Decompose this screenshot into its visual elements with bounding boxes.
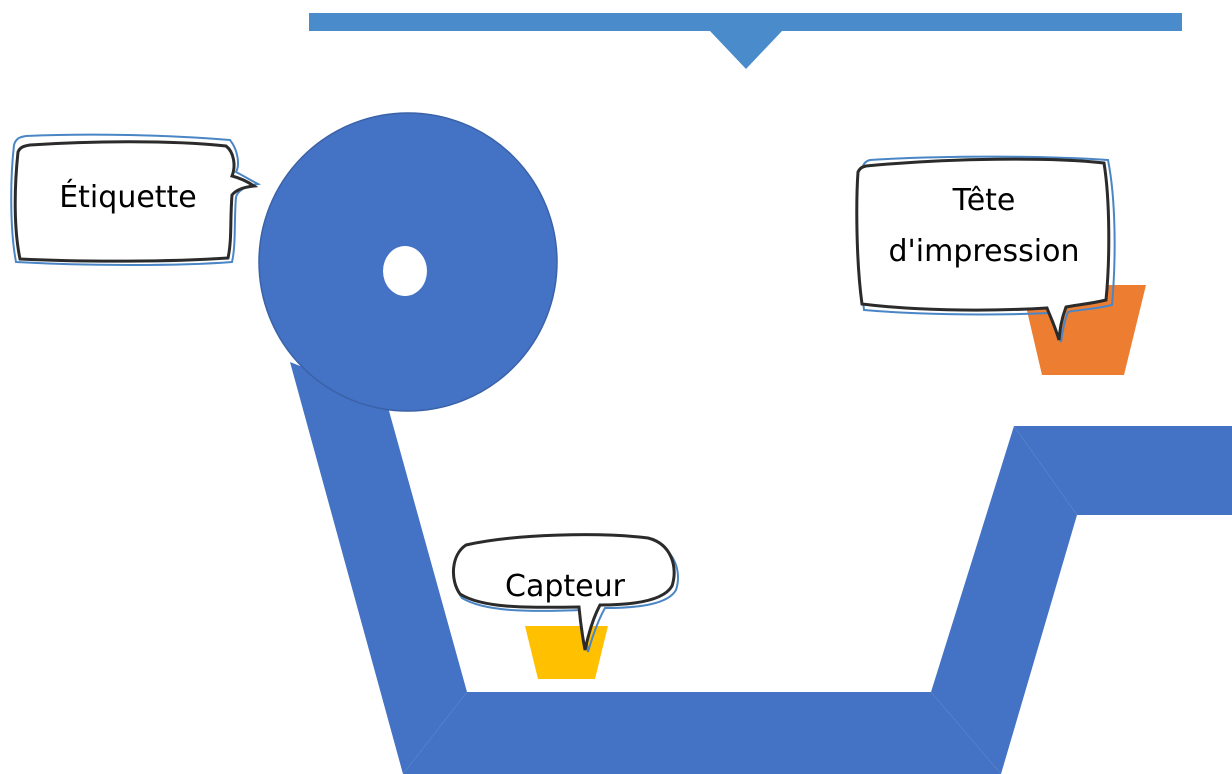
sensor-block	[525, 626, 608, 679]
printhead-callout-line2: d'impression	[889, 234, 1080, 269]
label-roll-core	[383, 246, 427, 296]
label-path	[290, 362, 1232, 774]
printhead-callout: Tête d'impression	[855, 155, 1116, 343]
label-callout: Étiquette	[10, 133, 262, 266]
label-path-descent	[290, 362, 467, 774]
label-path-exit	[1014, 426, 1232, 515]
label-roll	[258, 112, 558, 412]
label-callout-text: Étiquette	[59, 179, 197, 215]
sensor-callout: Capteur	[452, 533, 680, 653]
sensor-callout-text: Capteur	[505, 569, 626, 604]
top-guide-bar	[309, 13, 1182, 69]
label-path-bottom	[403, 692, 1001, 774]
printhead-callout-line1: Tête	[952, 183, 1016, 218]
label-path-rise	[931, 426, 1077, 774]
